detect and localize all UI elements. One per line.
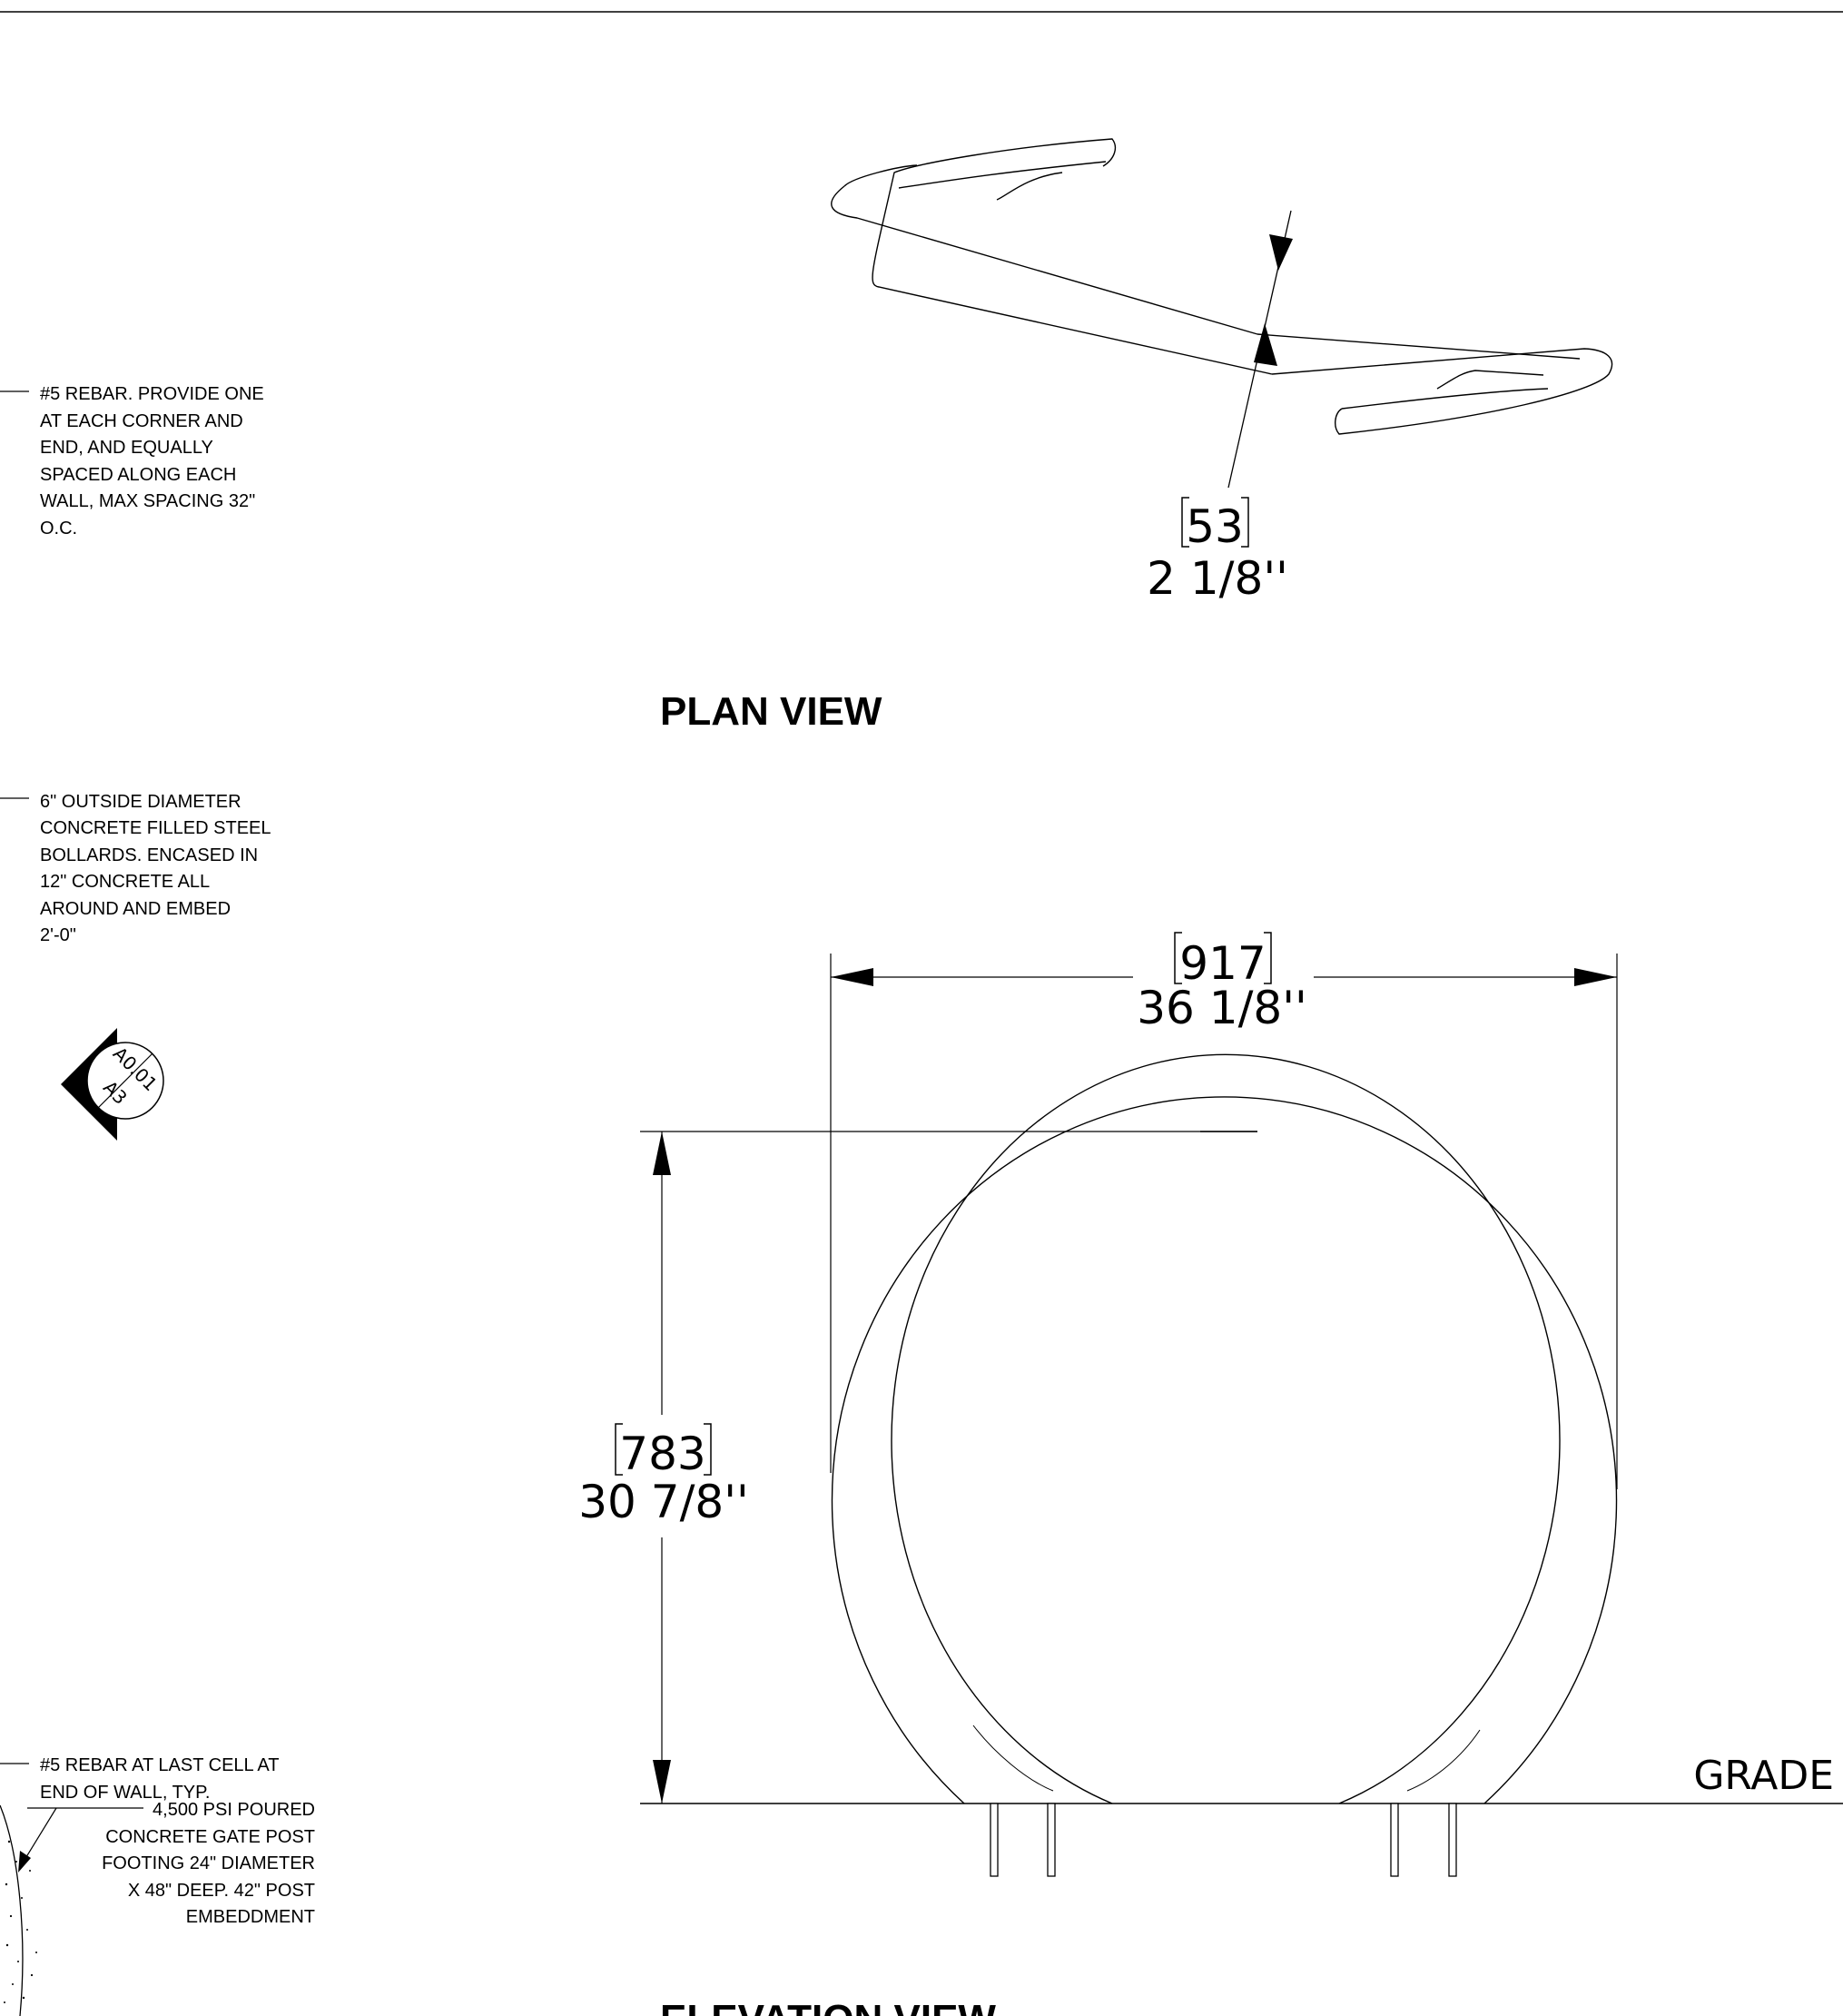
note-rebar-last-cell: #5 REBAR AT LAST CELL AT END OF WALL, TY… [0, 1755, 279, 1803]
note-line: AROUND AND EMBED [40, 899, 231, 919]
note-line: WALL, MAX SPACING 32" [40, 491, 255, 511]
note-line: FOOTING 24" DIAMETER [102, 1853, 315, 1873]
section-tag-divider [97, 1052, 153, 1109]
dim-imperial: 30 7/8'' [578, 1476, 748, 1528]
plan-outline [1271, 348, 1613, 435]
dim-metric: 53 [1186, 500, 1244, 553]
dim-bracket-right [1241, 497, 1249, 548]
plan-view-title: PLAN VIEW [660, 689, 882, 734]
anchor-rod [990, 1803, 999, 1877]
dim-arrow-top [1269, 234, 1293, 271]
anchor-rod [1390, 1803, 1399, 1877]
plan-thickness-dimension: 53 2 1/8'' [1147, 210, 1293, 605]
note-line: EMBEDDMENT [186, 1907, 315, 1927]
footing-circle [0, 1804, 24, 2016]
note-line: SPACED ALONG EACH [40, 465, 236, 485]
note-line: #5 REBAR. PROVIDE ONE [40, 384, 264, 404]
note-line: CONCRETE FILLED STEEL [40, 818, 271, 838]
ring-outer [831, 1096, 1618, 1804]
note-line: 4,500 PSI POURED [153, 1800, 315, 1820]
note-line: CONCRETE GATE POST [105, 1827, 315, 1847]
dim-arrow-bottom [653, 1760, 671, 1804]
dim-bracket-left [1174, 932, 1182, 984]
plan-outline [1257, 333, 1581, 360]
anchor-rod [1448, 1803, 1457, 1877]
dim-metric: 917 [1179, 937, 1266, 990]
grade-label: GRADE [1693, 1753, 1834, 1799]
ring-seam [1406, 1729, 1481, 1792]
footing-leader-arrow [18, 1851, 31, 1873]
footing-detail: 4,500 PSI POURED CONCRETE GATE POST FOOT… [0, 1800, 315, 2016]
dim-bracket-right [704, 1423, 712, 1476]
anchor-rod [1047, 1803, 1056, 1877]
note-line: X 48" DEEP. 42" POST [128, 1881, 315, 1901]
elevation-ring [831, 1053, 1618, 1804]
note-line: END, AND EQUALLY [40, 438, 213, 458]
ring-seam [972, 1724, 1054, 1792]
note-line: 2'-0" [40, 925, 76, 945]
note-line: 12" CONCRETE ALL [40, 872, 210, 892]
plan-outline [872, 138, 1273, 375]
plan-outline [996, 172, 1063, 201]
note-line: 6" OUTSIDE DIAMETER [40, 792, 241, 812]
ring-anchors [990, 1803, 1457, 1877]
plan-outline [831, 185, 1258, 335]
note-rebar-corner: #5 REBAR. PROVIDE ONE AT EACH CORNER AND… [0, 384, 264, 539]
section-tag[interactable]: A0.01 A3 [61, 1028, 164, 1141]
plan-outline [1341, 388, 1549, 410]
dim-arrow-bottom [1254, 323, 1277, 366]
dim-arrow-top [653, 1132, 671, 1175]
note-bollards: 6" OUTSIDE DIAMETER CONCRETE FILLED STEE… [0, 792, 271, 945]
dim-arrow-left [831, 968, 873, 986]
plan-outline [1436, 370, 1544, 390]
note-line: BOLLARDS. ENCASED IN [40, 845, 258, 865]
footing-leader-diag [21, 1807, 57, 1865]
dim-metric: 783 [619, 1428, 705, 1480]
note-line: #5 REBAR AT LAST CELL AT [40, 1755, 279, 1775]
dim-imperial: 36 1/8'' [1137, 982, 1306, 1034]
dim-bracket-left [1181, 497, 1189, 548]
note-line: END OF WALL, TYP. [40, 1783, 210, 1803]
note-line: O.C. [40, 519, 77, 539]
dim-bracket-right [1264, 932, 1272, 984]
ring-inner [891, 1053, 1561, 1804]
note-line: AT EACH CORNER AND [40, 411, 243, 431]
dim-bracket-left [615, 1423, 623, 1476]
elevation-view-title: ELEVATION VIEW [660, 1997, 996, 2016]
elevation-width-dimension: 917 36 1/8'' [830, 932, 1618, 1489]
concrete-hatch [4, 1840, 37, 2003]
dim-arrow-right [1574, 968, 1617, 986]
elevation-height-dimension: 783 30 7/8'' [578, 1131, 1257, 1804]
dim-imperial: 2 1/8'' [1147, 552, 1288, 605]
plan-outline [898, 161, 1107, 189]
plan-view-drawing [831, 138, 1613, 435]
plan-outline [843, 164, 918, 187]
